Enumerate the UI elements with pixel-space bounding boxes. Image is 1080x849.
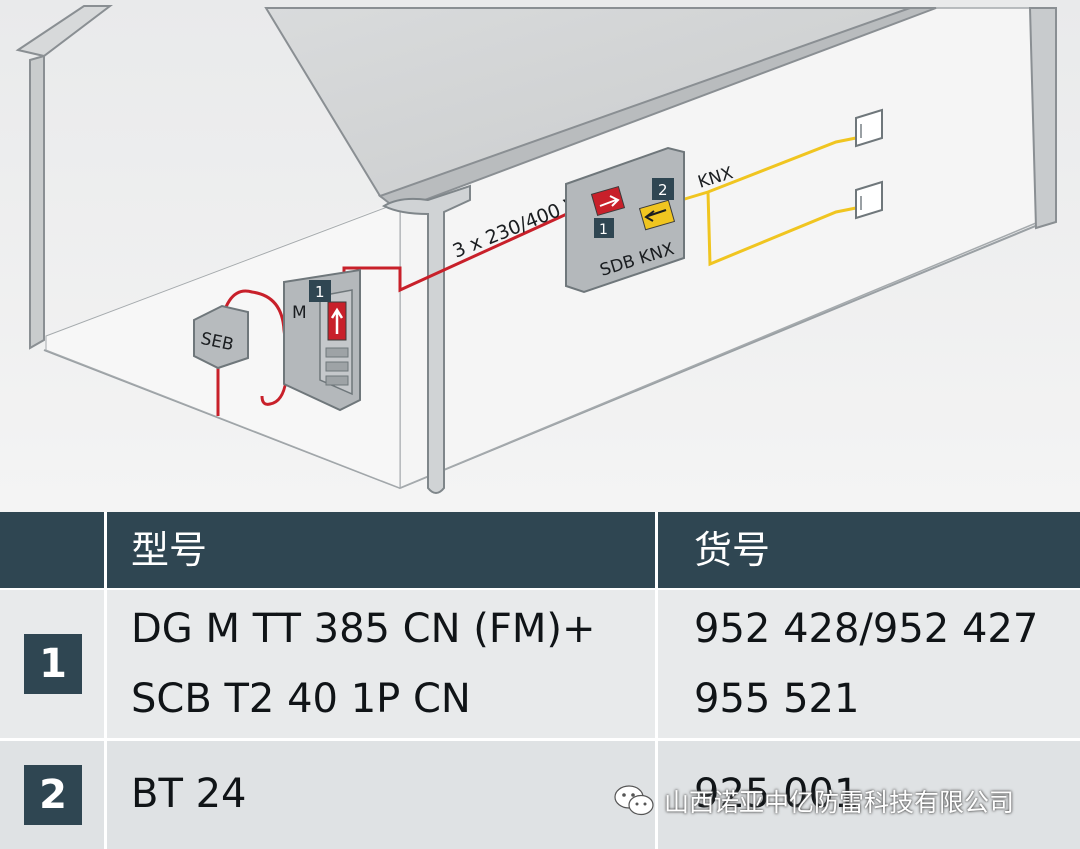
header-model-label: 型号 — [131, 528, 208, 572]
marker-2-sub — [652, 178, 674, 200]
main-roof — [264, 7, 937, 212]
installation-diagram: SEB M 1 3 x 230/400 V 1 2 SDB KNX KNX — [0, 0, 1080, 512]
row-1-model-line1: DG M TT 385 CN (FM)+ — [131, 606, 596, 652]
knx-bus-lines — [667, 136, 857, 267]
bus-device-2 — [638, 199, 676, 231]
marker-1-sub-label: 1 — [599, 222, 608, 238]
row-1-marker-cell: 1 — [0, 590, 104, 738]
arrow-up-icon — [330, 307, 344, 334]
header-cell-marker — [0, 512, 104, 588]
row-2-marker: 2 — [24, 765, 82, 825]
row-2-model-cell: BT 24 — [107, 741, 655, 849]
row-1-part-line1: 952 428/952 427 — [694, 606, 1039, 652]
marker-1-sub — [594, 218, 614, 238]
product-table: 型号 货号 1 DG M TT 385 CN (FM)+ SCB T2 40 1… — [0, 512, 1080, 849]
marker-1-main-label: 1 — [315, 283, 325, 301]
watermark-text: 山西诺亚中亿防雷科技有限公司 — [664, 788, 1015, 817]
row-1-model-line2: SCB T2 40 1P CN — [131, 676, 471, 722]
row-1-marker: 1 — [24, 634, 82, 694]
right-roof — [1028, 7, 1057, 230]
row-2-part-cell: 925 001 — [658, 741, 1080, 849]
header-cell-part: 货号 — [658, 512, 1080, 588]
row-1-model-cell: DG M TT 385 CN (FM)+ SCB T2 40 1P CN — [107, 590, 655, 738]
left-house-edge — [15, 5, 113, 350]
meter-label: M — [292, 303, 307, 323]
header-part-label: 货号 — [694, 528, 771, 572]
seb-box: SEB — [193, 304, 249, 370]
row-2-marker-cell: 2 — [0, 741, 104, 849]
main-distribution-board: M 1 — [283, 268, 361, 412]
marker-1-main — [309, 280, 331, 302]
wechat-icon — [614, 785, 654, 816]
spd-device-1-sub — [590, 185, 626, 217]
arrow-left-icon — [644, 209, 667, 222]
knx-device-bottom — [855, 180, 883, 220]
row-1-part-cell: 952 428/952 427 955 521 — [658, 590, 1080, 738]
header-cell-model: 型号 — [107, 512, 655, 588]
watermark: 山西诺亚中亿防雷科技有限公司 — [612, 774, 1060, 828]
marker-2-sub-label: 2 — [658, 181, 668, 199]
row-1-part-line2: 955 521 — [694, 676, 860, 722]
downspout — [381, 184, 471, 494]
arrow-right-icon — [599, 195, 620, 207]
row-2-model-line1: BT 24 — [131, 771, 247, 817]
knx-device-top — [855, 108, 883, 148]
row-2-part-line1: 925 001 — [694, 771, 860, 817]
sub-distribution-board: 1 2 SDB KNX — [565, 146, 685, 294]
